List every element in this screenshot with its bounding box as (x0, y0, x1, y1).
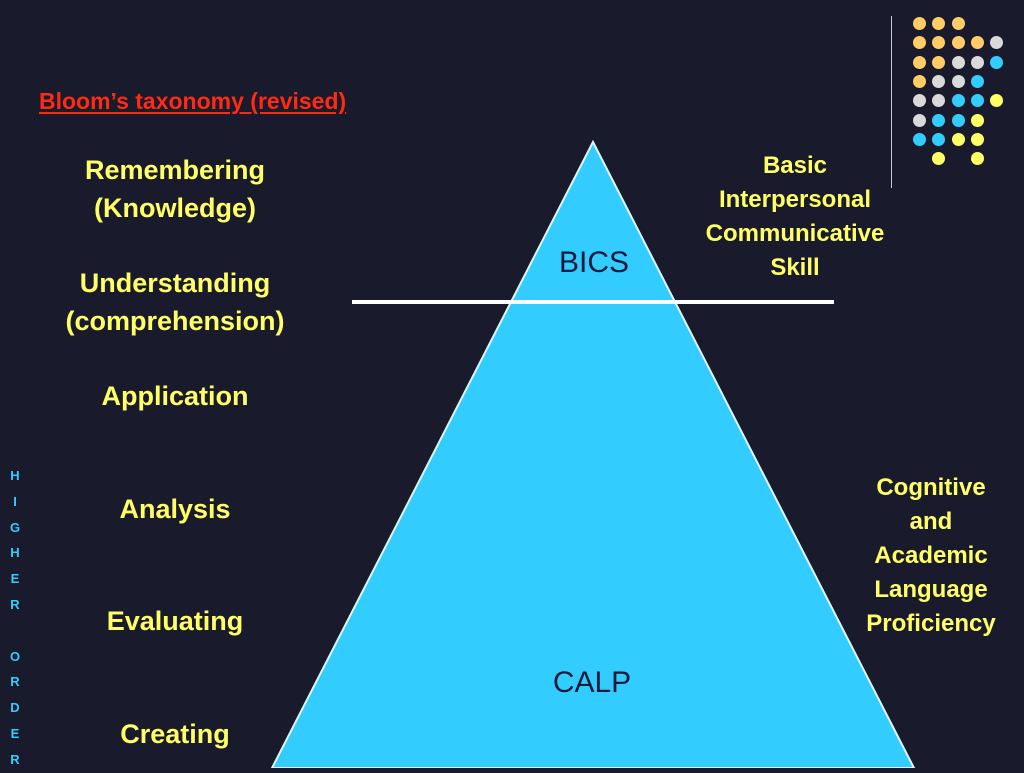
calp-description-line: Language (874, 576, 988, 603)
decorative-dot (970, 74, 984, 88)
vertical-letter: D (10, 700, 20, 716)
decorative-dot (990, 55, 1004, 69)
bics-description-line: Basic (762, 152, 828, 179)
level-understanding: Understanding (comprehension) (30, 264, 320, 340)
level-remembering-alt: (Knowledge) (94, 193, 256, 223)
decorative-dot (932, 17, 946, 30)
vertical-letter: R (10, 596, 20, 612)
vertical-letter: E (10, 571, 20, 587)
higher-order-vertical-text: H I G H E R O R D E R (6, 463, 24, 773)
decorative-dot (932, 55, 946, 69)
decorative-dot (990, 94, 1004, 108)
decorative-dot (913, 132, 926, 146)
decorative-dot (932, 113, 946, 127)
decorative-dot (951, 17, 965, 30)
decorative-dot (970, 55, 984, 69)
level-analysis-name: Analysis (119, 494, 231, 524)
decorative-dot (913, 17, 926, 30)
bics-description-line: Interpersonal (718, 186, 872, 213)
calp-description: Cognitive and Academic Language Proficie… (842, 471, 1020, 641)
pyramid-triangle (270, 139, 916, 768)
level-analysis: Analysis (30, 490, 320, 528)
decorative-dot (970, 113, 984, 127)
pyramid-bottom-label: CALP (552, 666, 632, 699)
calp-description-line: Academic (874, 542, 988, 569)
level-remembering: Remembering (Knowledge) (30, 151, 320, 227)
decorative-dot (913, 74, 926, 88)
level-application: Application (30, 377, 320, 415)
level-remembering-name: Remembering (84, 155, 266, 185)
vertical-letter: R (10, 674, 20, 690)
level-application-name: Application (101, 381, 249, 411)
decorative-dot (951, 113, 965, 127)
decorative-dot (913, 36, 926, 50)
decorative-dot (932, 74, 946, 88)
decorative-dot (913, 94, 926, 108)
decorative-dot (990, 36, 1004, 50)
decorative-dot (951, 132, 965, 146)
decorative-dot (913, 113, 926, 127)
decorative-dot (913, 55, 926, 69)
calp-description-line: Proficiency (866, 610, 996, 637)
vertical-letter: H (10, 545, 20, 561)
decorative-vertical-line (891, 16, 892, 188)
vertical-letter: I (13, 493, 17, 509)
vertical-letter: O (9, 648, 21, 664)
vertical-letter: H (10, 468, 20, 483)
decorative-dot (932, 132, 946, 146)
bics-description-line: Skill (770, 254, 820, 281)
vertical-letter: E (10, 725, 20, 741)
slide-title: Bloom’s taxonomy (revised) (39, 88, 347, 114)
decorative-dot (932, 36, 946, 50)
decorative-dot (970, 36, 984, 50)
decorative-dot (970, 94, 984, 108)
calp-description-line: Cognitive (876, 474, 986, 501)
decorative-dot (951, 94, 965, 108)
vertical-letter: G (9, 519, 21, 535)
bics-description-line: Communicative (705, 220, 885, 247)
decorative-dot (932, 152, 946, 166)
level-understanding-alt: (comprehension) (65, 306, 285, 336)
level-evaluating-name: Evaluating (106, 606, 244, 636)
bics-description: Basic Interpersonal Communicative Skill (680, 149, 910, 285)
decorative-dot (951, 55, 965, 69)
decorative-dot (970, 152, 984, 166)
level-evaluating: Evaluating (30, 602, 320, 640)
calp-description-line: and (909, 508, 953, 535)
level-understanding-name: Understanding (79, 268, 271, 298)
decorative-dot (932, 94, 946, 108)
level-creating-name: Creating (120, 719, 230, 749)
decorative-dot (951, 74, 965, 88)
level-creating: Creating (30, 715, 320, 753)
decorative-dot (951, 36, 965, 50)
vertical-letter: R (10, 751, 20, 767)
decorative-dot (970, 132, 984, 146)
pyramid-top-label: BICS (558, 246, 630, 279)
